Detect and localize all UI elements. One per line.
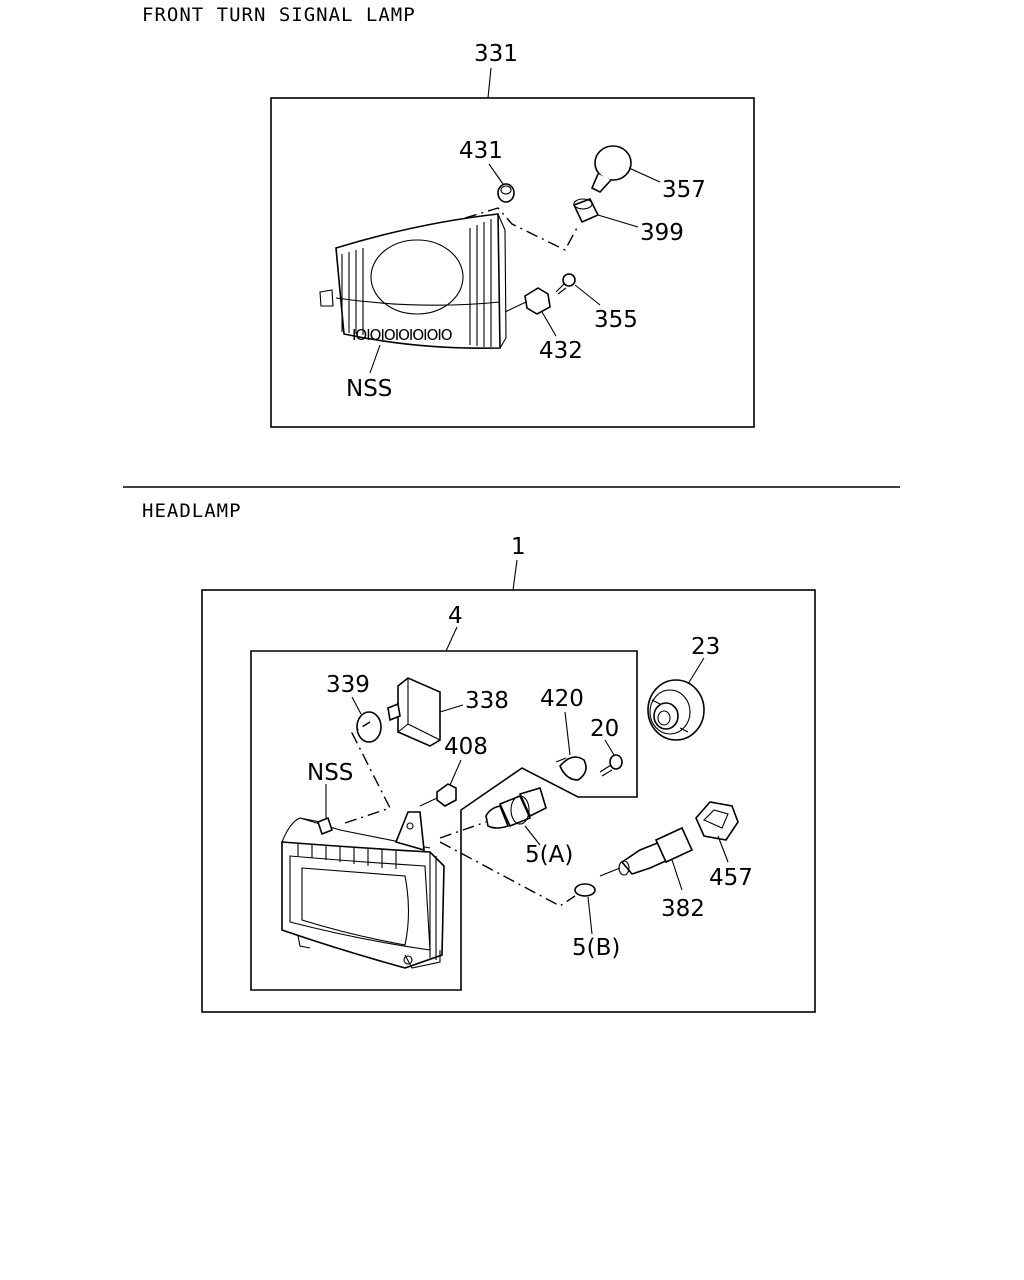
nss-fastener bbox=[317, 816, 333, 836]
label-20: 20 bbox=[590, 716, 619, 742]
o-ring-339 bbox=[356, 711, 382, 743]
label-5a: 5(A) bbox=[525, 842, 573, 868]
label-420: 420 bbox=[540, 686, 584, 712]
connector-457 bbox=[695, 801, 739, 841]
actuator-338 bbox=[387, 677, 441, 747]
clip-432 bbox=[504, 287, 551, 315]
label-382: 382 bbox=[661, 896, 705, 922]
label-23: 23 bbox=[691, 634, 720, 660]
leader-382 bbox=[671, 859, 683, 891]
leader-5a bbox=[524, 825, 541, 846]
headlamp-5a-guide bbox=[439, 821, 487, 839]
label-338: 338 bbox=[465, 688, 509, 714]
leader-420 bbox=[564, 711, 571, 756]
leader-357 bbox=[628, 167, 661, 183]
turn-signal-socket-guide bbox=[464, 207, 579, 251]
headlamp-bulb-guide bbox=[344, 721, 391, 824]
socket-382 bbox=[599, 826, 694, 877]
leader-339 bbox=[351, 696, 362, 715]
label-331: 331 bbox=[474, 41, 518, 67]
leader-338 bbox=[439, 704, 464, 713]
leader-4 bbox=[445, 626, 458, 652]
screw-355 bbox=[555, 273, 576, 295]
leader-431 bbox=[488, 163, 504, 185]
leader-23 bbox=[687, 657, 705, 685]
label-357: 357 bbox=[662, 177, 706, 203]
headlamp-assembly-frame bbox=[201, 589, 816, 1013]
headlamp-housing bbox=[281, 811, 445, 969]
leader-457 bbox=[717, 835, 729, 863]
lens-marking: IOIOIOIOIOIOIO bbox=[352, 326, 452, 344]
grommet-431 bbox=[497, 183, 515, 203]
cap-23 bbox=[647, 679, 705, 741]
leader-355 bbox=[574, 284, 601, 306]
bulb-357 bbox=[590, 145, 632, 193]
bulb-5b bbox=[574, 883, 596, 897]
label-nss-headlamp: NSS bbox=[307, 760, 353, 786]
leader-432 bbox=[541, 311, 557, 337]
screw-20 bbox=[599, 754, 623, 777]
label-431: 431 bbox=[459, 138, 503, 164]
socket-399 bbox=[572, 197, 600, 224]
label-399: 399 bbox=[640, 220, 684, 246]
turn-signal-section-title: FRONT TURN SIGNAL LAMP bbox=[142, 4, 416, 26]
bulb-5a bbox=[485, 787, 547, 829]
label-408: 408 bbox=[444, 734, 488, 760]
headlamp-5b-guide bbox=[439, 841, 576, 907]
label-nss-turn-signal: NSS bbox=[346, 376, 392, 402]
turn-signal-assembly-frame bbox=[270, 97, 755, 428]
leader-20 bbox=[604, 739, 615, 756]
leader-1 bbox=[512, 559, 518, 591]
headlamp-section-title: HEADLAMP bbox=[142, 500, 242, 522]
leader-5b bbox=[587, 896, 593, 935]
leader-nss-turn-signal bbox=[369, 344, 381, 374]
label-355: 355 bbox=[594, 307, 638, 333]
grommet-408 bbox=[419, 783, 457, 807]
turn-signal-lens: IOIOIOIOIOIOIO bbox=[319, 213, 507, 350]
headlamp-unit-frame bbox=[250, 650, 638, 991]
clip-420 bbox=[555, 756, 587, 781]
label-5b: 5(B) bbox=[572, 935, 620, 961]
label-1: 1 bbox=[511, 534, 526, 560]
leader-408 bbox=[449, 759, 462, 786]
leader-331 bbox=[487, 67, 492, 99]
label-432: 432 bbox=[539, 338, 583, 364]
label-339: 339 bbox=[326, 672, 370, 698]
label-457: 457 bbox=[709, 865, 753, 891]
label-4: 4 bbox=[448, 603, 463, 629]
leader-399 bbox=[597, 214, 639, 228]
